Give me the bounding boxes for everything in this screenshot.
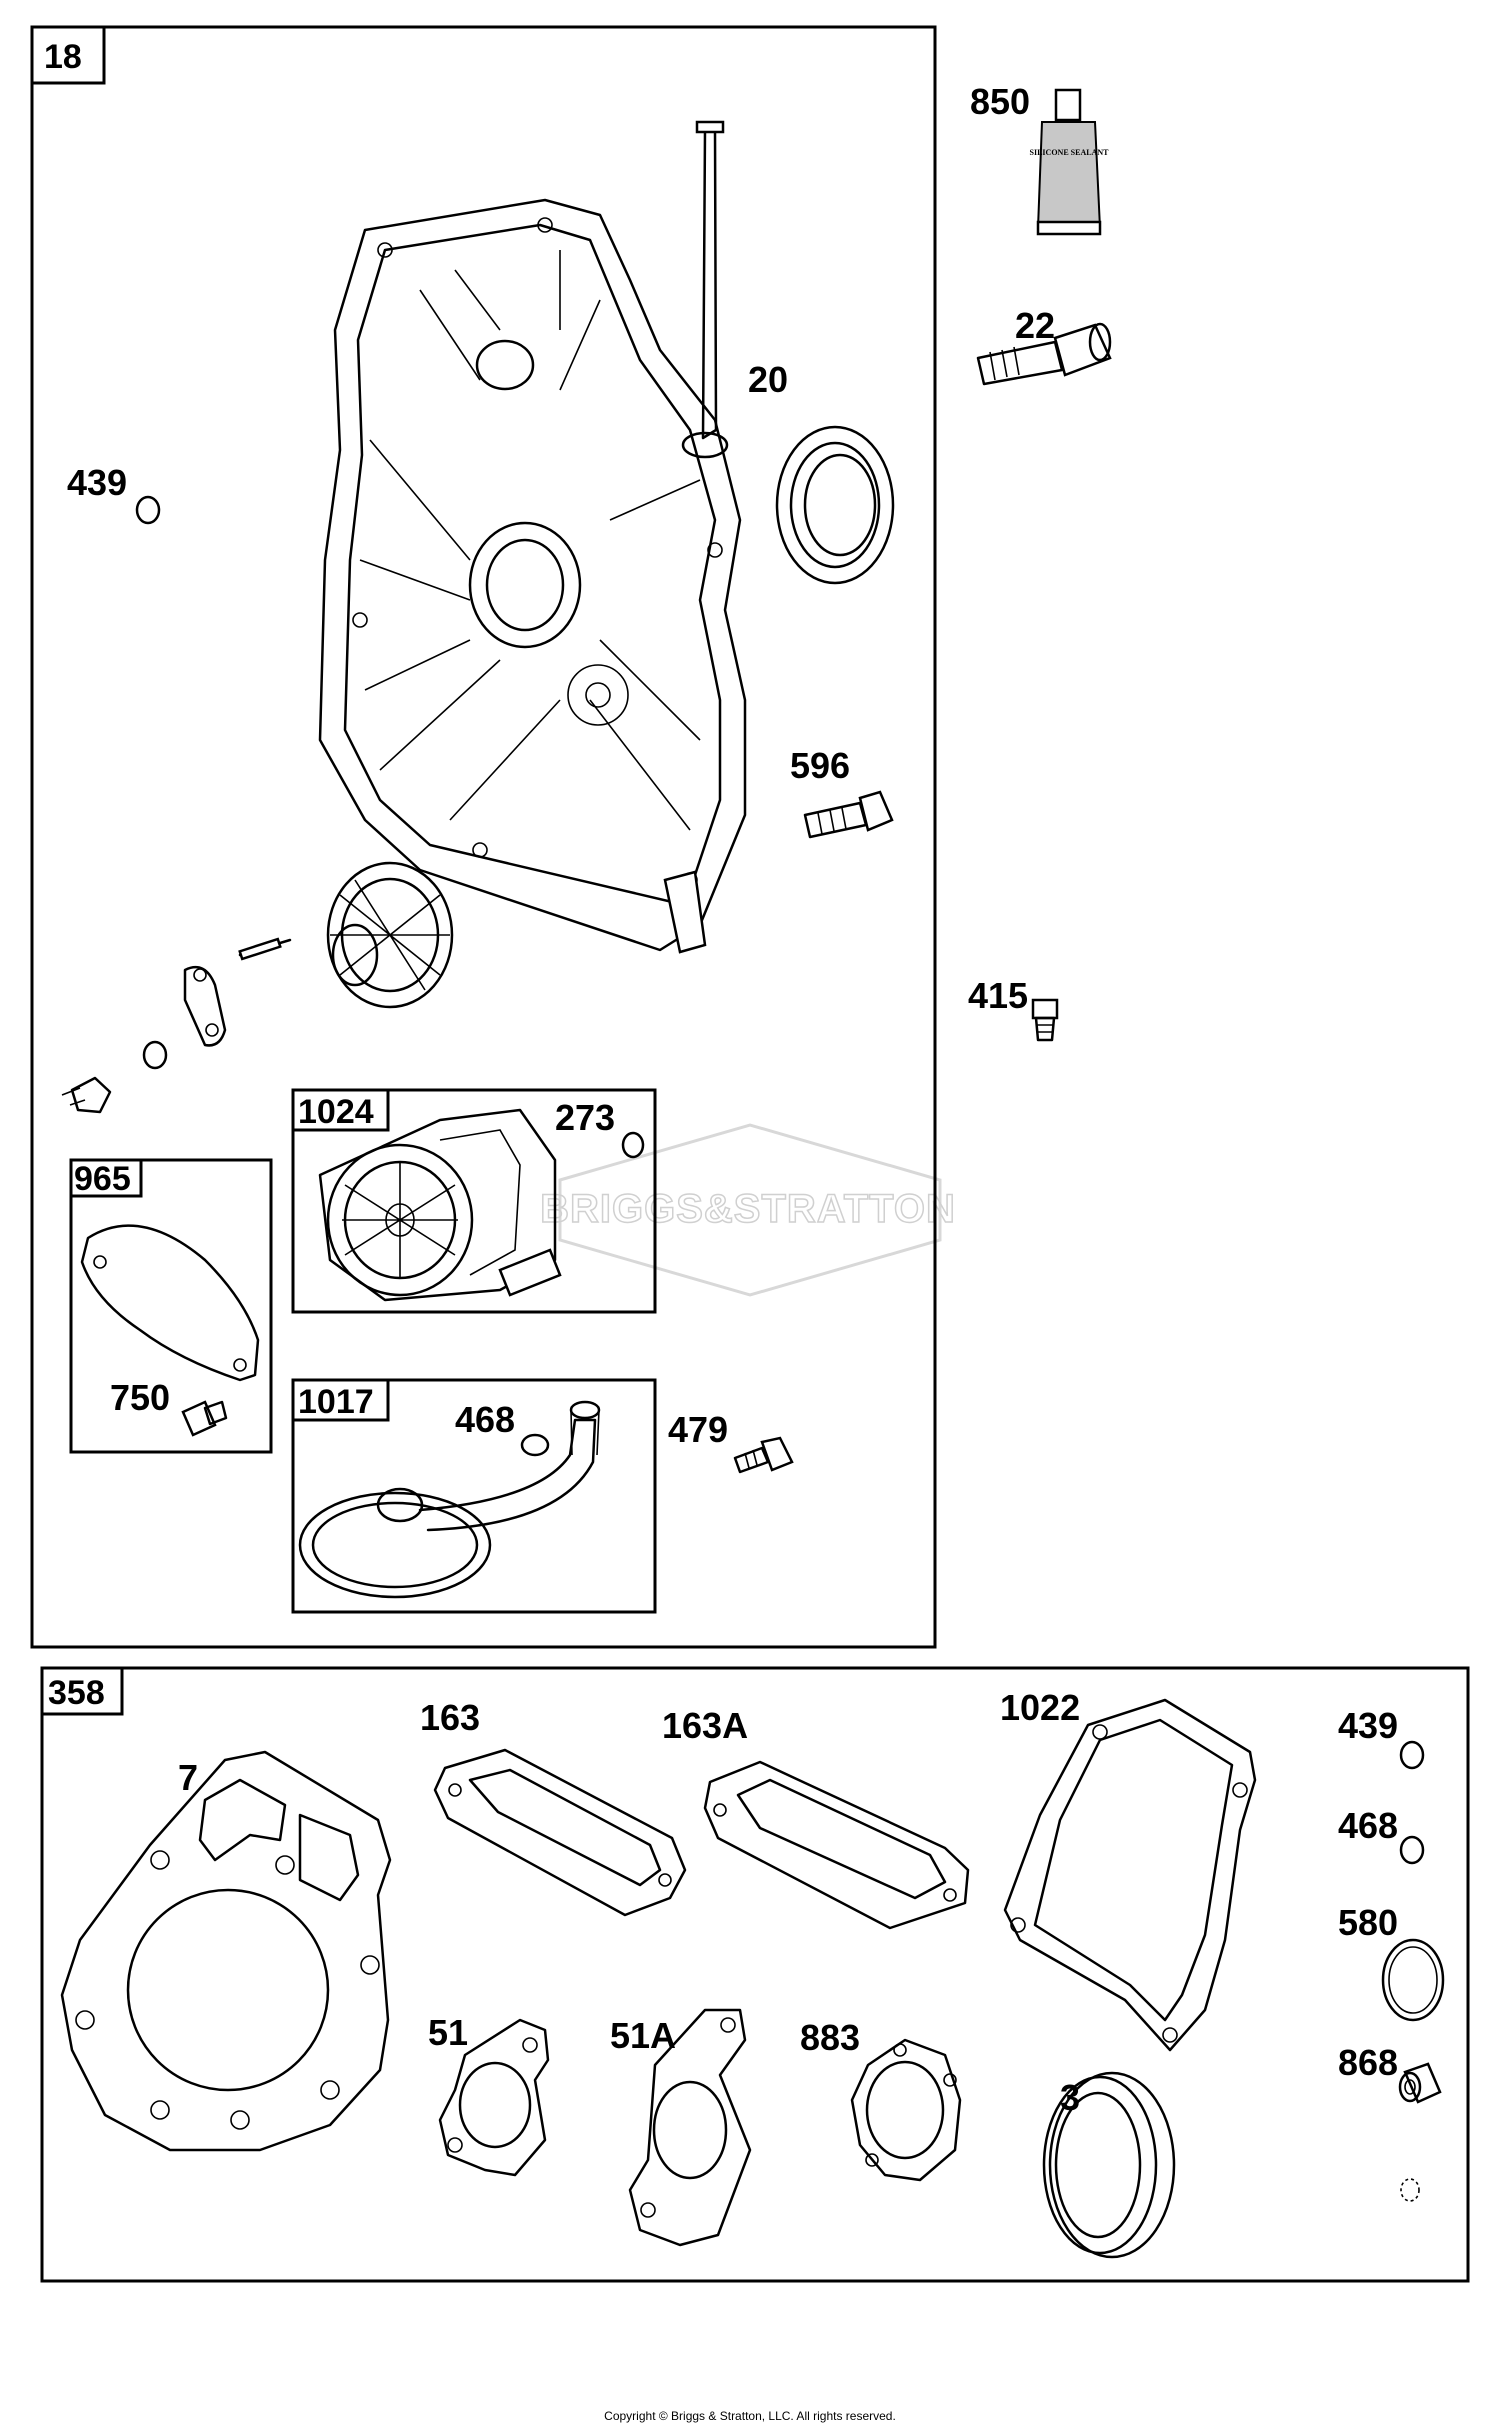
gasket-set-tag: 358: [48, 1674, 105, 1712]
pickup-box: [291, 1378, 657, 1614]
main-frame-tag-box: [30, 25, 106, 85]
oil-pump: [318, 1108, 562, 1302]
label-439-top: 439: [67, 462, 127, 503]
label-580: 580: [1338, 1902, 1398, 1943]
watermark: BRIGGS&STRATTON: [539, 1123, 956, 1297]
gasket-51a: [628, 2008, 752, 2247]
gasket-163: [433, 1748, 687, 1917]
oil-seal-3: [1042, 2071, 1176, 2259]
label-868: 868: [1338, 2042, 1398, 2083]
oil-seal-20: [775, 425, 895, 585]
watermark-text: BRIGGS&STRATTON: [540, 1187, 956, 1231]
governor-gear: [61, 861, 454, 1114]
label-273: 273: [555, 1097, 615, 1138]
seal-868: [1398, 2062, 1442, 2104]
gasket-51: [438, 2018, 550, 2177]
cover-plate: [80, 1224, 260, 1382]
oil-pump-tag-box: [291, 1088, 390, 1132]
crankcase-cover: [318, 120, 747, 954]
label-51: 51: [428, 2012, 468, 2053]
label-479: 479: [668, 1409, 728, 1450]
ring-439-bottom: [1399, 1740, 1425, 1770]
sealant-tube-text: SILICONE SEALANT: [1030, 148, 1110, 157]
gasket-7: [60, 1750, 392, 2152]
ring-468-bottom: [1399, 1835, 1425, 1865]
oil-pickup: [298, 1400, 601, 1599]
screw-596: [803, 790, 894, 839]
label-468-bottom: 468: [1338, 1805, 1398, 1846]
gasket-163a: [703, 1760, 970, 1930]
gasket-set-frame: [40, 1666, 1470, 2283]
ring-580: [1381, 1938, 1445, 2022]
cover-box: [69, 1158, 273, 1454]
ring-273: [621, 1131, 645, 1159]
main-frame-tag: 18: [44, 38, 82, 76]
oil-pump-tag: 1024: [298, 1093, 374, 1131]
label-415: 415: [968, 975, 1028, 1016]
label-883: 883: [800, 2017, 860, 2058]
label-850: 850: [970, 81, 1030, 122]
label-3: 3: [1060, 2077, 1080, 2118]
ring-468-top: [520, 1433, 550, 1457]
gasket-1022: [1003, 1698, 1257, 2052]
label-51a: 51A: [610, 2015, 676, 2056]
cover-tag: 965: [74, 1160, 131, 1198]
copyright-text: Copyright © Briggs & Stratton, LLC. All …: [604, 2409, 896, 2423]
sealant-tube: SILICONE SEALANT: [1030, 88, 1110, 236]
ring-439-top: [135, 495, 161, 525]
gasket-set-tag-box: [40, 1666, 124, 1716]
washer-icon: [1400, 2178, 1420, 2202]
cover-tag-box: [69, 1158, 143, 1198]
screw-479: [733, 1436, 794, 1474]
bolt-22: [976, 322, 1112, 386]
main-frame: [30, 25, 937, 1649]
oil-pump-box: [291, 1088, 657, 1314]
plug-415: [1031, 998, 1059, 1042]
label-1022: 1022: [1000, 1687, 1080, 1728]
label-22: 22: [1015, 305, 1055, 346]
label-750: 750: [110, 1377, 170, 1418]
pickup-tag-box: [291, 1378, 390, 1422]
label-20: 20: [748, 359, 788, 400]
screw-750: [181, 1400, 228, 1437]
label-7: 7: [178, 1757, 198, 1798]
label-596: 596: [790, 745, 850, 786]
label-163a: 163A: [662, 1705, 748, 1746]
label-163: 163: [420, 1697, 480, 1738]
label-439-bottom: 439: [1338, 1705, 1398, 1746]
pickup-tag: 1017: [298, 1383, 374, 1421]
gasket-883: [850, 2038, 962, 2182]
label-468-top: 468: [455, 1399, 515, 1440]
